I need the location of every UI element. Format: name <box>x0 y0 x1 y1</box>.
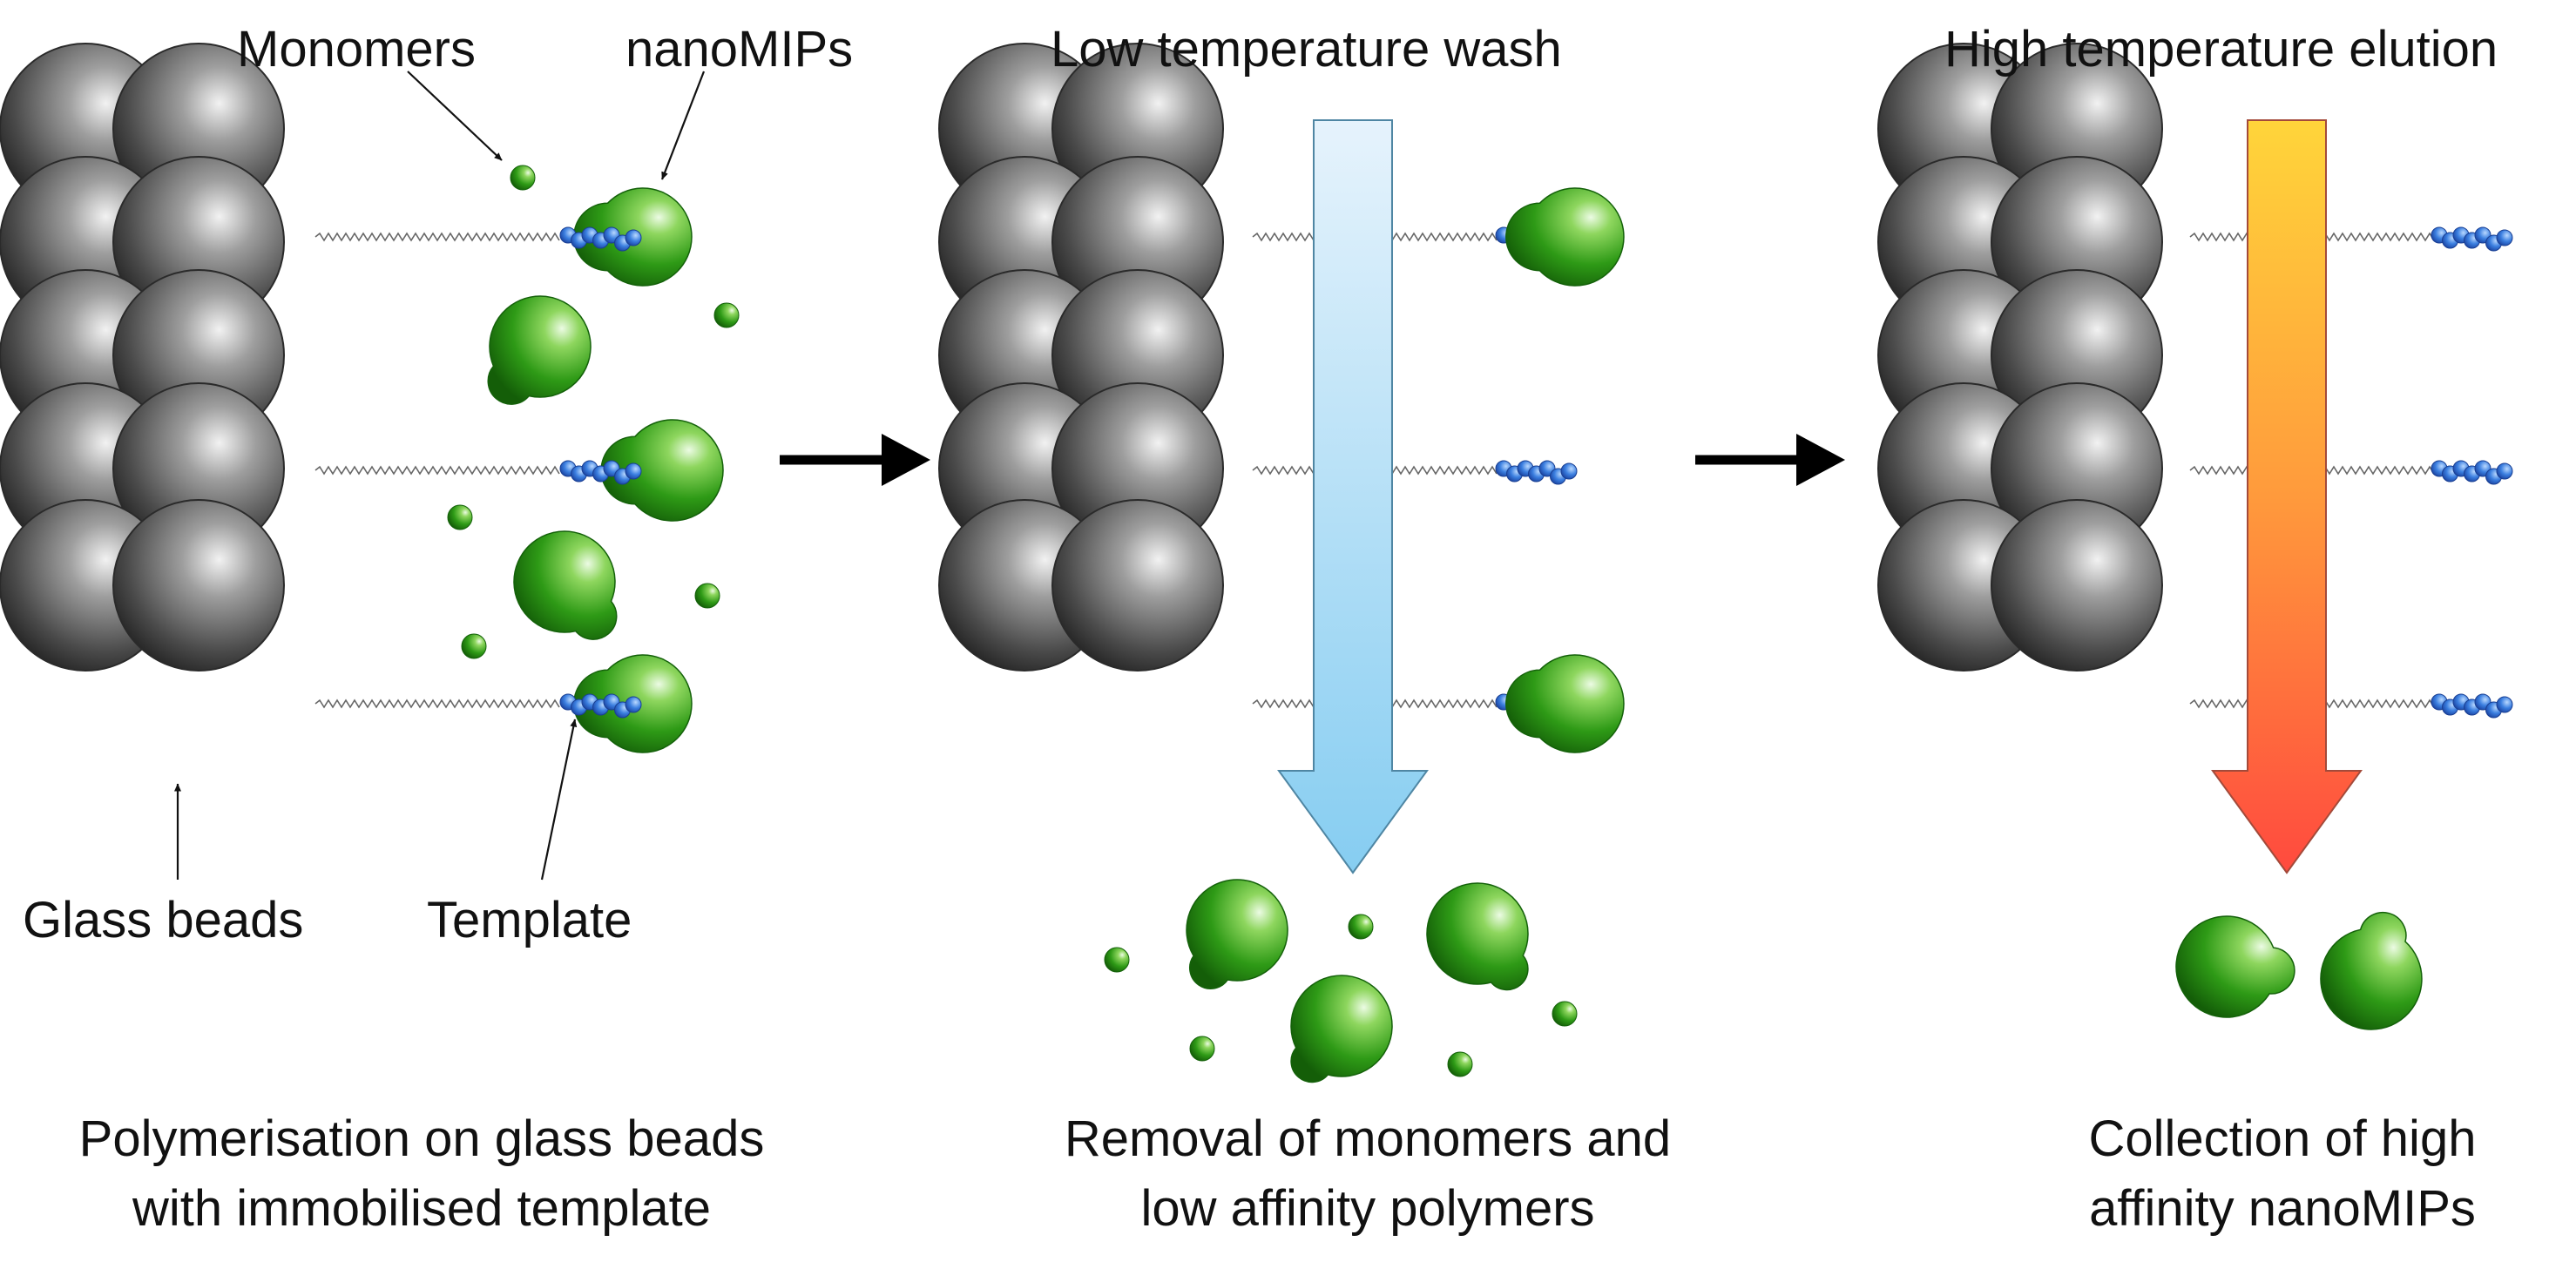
elution-title: High temperature elution <box>1944 21 2498 78</box>
template-molecule <box>2496 229 2513 246</box>
step3-caption-line2: affinity nanoMIPs <box>2089 1180 2476 1238</box>
step1-caption-line2: with immobilised template <box>132 1180 712 1238</box>
bound-nanomip <box>1505 187 1625 287</box>
monomers-pointer <box>407 71 503 161</box>
step1-caption: Polymerisation on glass beads with immob… <box>0 1104 843 1244</box>
step3-caption-line1: Collection of high <box>2088 1110 2477 1167</box>
nanomips-label: nanoMIPs <box>625 21 854 78</box>
nanomips-pointer <box>660 71 706 180</box>
monomer-dot <box>1447 1051 1473 1077</box>
template-molecule <box>625 696 642 713</box>
glass-bead <box>1991 499 2163 671</box>
template-label: Template <box>427 892 632 948</box>
step1-caption-line1: Polymerisation on glass beads <box>78 1110 765 1167</box>
linker-chain <box>314 465 560 476</box>
linker-chain <box>314 232 560 242</box>
right-arrow-icon <box>1796 434 1845 486</box>
monomer-dot <box>510 165 536 191</box>
high-affinity-nanomip <box>2320 911 2423 1030</box>
step2-caption-line2: low affinity polymers <box>1140 1180 1595 1238</box>
monomer-dot <box>1552 1001 1578 1027</box>
template-molecule <box>2496 696 2513 713</box>
right-arrow-icon <box>882 434 930 486</box>
monomer-dot <box>1189 1036 1215 1062</box>
monomer-dot <box>1348 914 1374 940</box>
glass-bead <box>1051 499 1224 671</box>
monomer-dot <box>694 583 720 609</box>
template-molecule <box>625 229 642 246</box>
high-affinity-nanomip <box>2175 915 2295 1018</box>
template-molecule <box>625 462 642 480</box>
glass-beads-label: Glass beads <box>23 892 304 948</box>
monomer-dot <box>447 504 473 530</box>
down-arrow-icon <box>2211 119 2363 874</box>
washed-polymer <box>1426 882 1529 991</box>
monomer-dot <box>1104 947 1130 973</box>
monomers-label: Monomers <box>237 21 476 78</box>
monomer-dot <box>461 633 487 659</box>
template-pointer <box>540 719 578 881</box>
glass-bead <box>112 499 285 671</box>
free-polymer <box>513 530 618 640</box>
down-arrow-icon <box>1277 119 1429 874</box>
step3-caption: Collection of high affinity nanoMIPs <box>1960 1104 2576 1244</box>
template-molecule <box>1560 462 1578 480</box>
template-molecule <box>2496 462 2513 480</box>
washed-polymer <box>1186 879 1288 989</box>
bound-nanomip <box>1505 654 1625 753</box>
step2-caption: Removal of monomers and low affinity pol… <box>967 1104 1768 1244</box>
step2-caption-line1: Removal of monomers and <box>1064 1110 1672 1167</box>
washed-polymer <box>1290 975 1393 1083</box>
free-polymer <box>487 295 592 405</box>
wash-title: Low temperature wash <box>1051 21 1562 78</box>
monomer-dot <box>713 302 740 328</box>
linker-chain <box>314 698 560 709</box>
